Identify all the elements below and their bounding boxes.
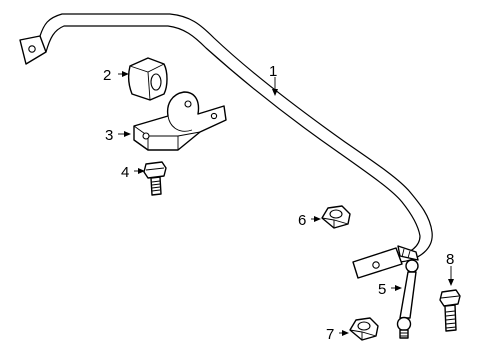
stabilizer-bar[interactable] (19, 13, 433, 279)
callout-1: 1 (269, 63, 277, 80)
bushing-bracket[interactable] (133, 91, 227, 151)
bolt-4[interactable] (143, 161, 167, 196)
nut-6[interactable] (321, 205, 351, 229)
leader-lines (118, 71, 454, 336)
callout-2: 2 (103, 67, 111, 84)
callout-6: 6 (298, 212, 306, 229)
stabilizer-link[interactable] (396, 245, 419, 339)
callout-7: 7 (326, 326, 334, 343)
bushing[interactable] (127, 57, 168, 101)
callout-4: 4 (121, 164, 129, 181)
bolt-8[interactable] (439, 289, 461, 332)
callout-8: 8 (446, 251, 454, 268)
callout-5: 5 (378, 281, 386, 298)
nut-7[interactable] (349, 317, 379, 341)
callout-3: 3 (105, 127, 113, 144)
